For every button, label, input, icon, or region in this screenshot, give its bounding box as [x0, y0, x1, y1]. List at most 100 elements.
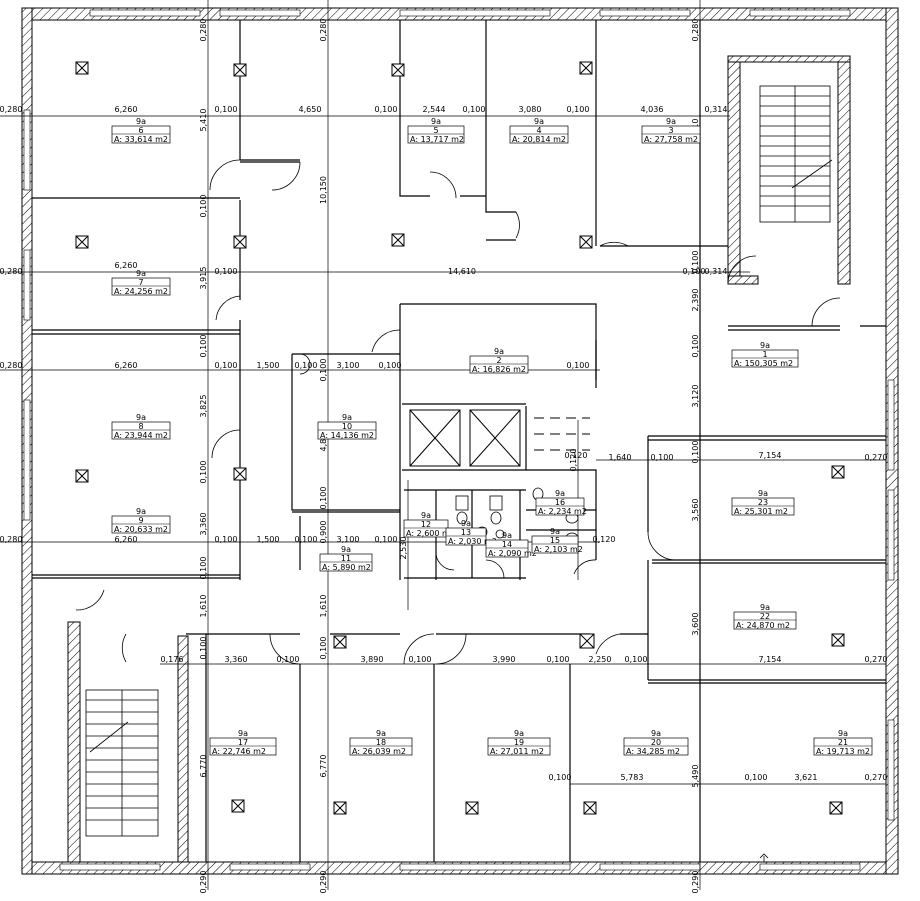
dimension-value: 0,100 [199, 557, 208, 580]
dimension-value: 0,100 [199, 195, 208, 218]
door-swing-icon [271, 161, 301, 191]
dimension-value: 5,410 [199, 109, 208, 132]
dimension-value: 2,544 [423, 105, 446, 114]
room-type-label: 9a [341, 545, 351, 554]
dimension-value: 1,610 [319, 595, 328, 618]
room-number-label: 22 [760, 612, 770, 621]
dimension-value: 3,621 [795, 773, 818, 782]
room-type-label: 9a [555, 489, 565, 498]
room-type-label: 9a [838, 729, 848, 738]
door-swing-icon [215, 295, 241, 321]
room-type-label: 9a [760, 341, 770, 350]
dimension-value: 3,915 [199, 267, 208, 290]
room-number-label: 2 [496, 356, 501, 365]
dimension-value: 0,100 [379, 361, 402, 370]
door-swing-icon [485, 559, 505, 579]
room-number-label: 15 [550, 536, 560, 545]
dimension-value: 0,100 [691, 251, 700, 274]
dimension-value: 14,610 [448, 267, 476, 276]
dimension-value: 5,490 [691, 765, 700, 788]
door-swing-icon [75, 589, 105, 611]
dimension-value: 7,154 [759, 655, 782, 664]
door-swing-icon [435, 549, 455, 571]
room-number-label: 21 [838, 738, 848, 747]
dimension-value: 0,100 [295, 535, 318, 544]
vent-shaft-icon [75, 61, 89, 75]
vent-shaft-icon [233, 235, 247, 249]
room-type-label: 9a [431, 117, 441, 126]
room-number-label: 8 [138, 422, 143, 431]
room-number-label: 20 [651, 738, 661, 747]
room-area-label: A: 20,633 m2 [114, 525, 168, 534]
room-number-label: 1 [762, 350, 767, 359]
door-swing-icon [515, 211, 520, 239]
elevator-block [409, 409, 590, 467]
vent-shaft-icon [831, 465, 845, 479]
dimension-value: 0,100 [215, 105, 238, 114]
dimension-value: 0,280 [0, 361, 22, 370]
room-number-label: 7 [138, 278, 143, 287]
dimension-value: 3,100 [337, 361, 360, 370]
dimension-value: 0,100 [215, 267, 238, 276]
vent-shaft-icon [231, 799, 245, 813]
vent-shaft-icon [233, 467, 247, 481]
doors [75, 159, 841, 665]
dimension-value: 0,290 [199, 871, 208, 894]
room-type-label: 9a [514, 729, 524, 738]
dimension-lines [0, 0, 886, 890]
door-swing-icon [573, 559, 597, 575]
door-swing-icon [595, 633, 621, 655]
dimension-value: 0,100 [319, 359, 328, 382]
vent-shaft-icon [579, 235, 593, 249]
dimension-value: 6,260 [115, 535, 138, 544]
room-area-label: A: 23,944 m2 [114, 431, 168, 440]
dimension-value: 1,610 [199, 595, 208, 618]
room-number-label: 6 [138, 126, 143, 135]
dimension-value: 3,100 [337, 535, 360, 544]
room-number-label: 17 [238, 738, 248, 747]
room-area-label: A: 20,814 m2 [512, 135, 566, 144]
room-number-label: 4 [536, 126, 541, 135]
room-type-label: 9a [136, 507, 146, 516]
room-area-label: A: 5,890 m2 [322, 563, 371, 572]
dimension-value: 0,100 [651, 453, 674, 462]
dimension-value: 3,890 [361, 655, 384, 664]
dimension-value: 0,270 [865, 453, 888, 462]
room-area-label: A: 2,090 m2 [488, 549, 537, 558]
room-area-label: A: 2,103 m2 [534, 545, 583, 554]
room-area-label: A: 2,600 m2 [406, 529, 455, 538]
dimension-value: 0,100 [277, 655, 300, 664]
dimension-value: 0,100 [375, 105, 398, 114]
room-area-label: A: 150,305 m2 [734, 359, 793, 368]
dimension-value: 6,260 [115, 105, 138, 114]
room-area-label: A: 16,826 m2 [472, 365, 526, 374]
dimension-value: 3,825 [199, 395, 208, 418]
dimension-value: 3,080 [519, 105, 542, 114]
dimension-value: 0,100 [549, 773, 572, 782]
door-swing-icon [211, 429, 241, 459]
door-swing-icon [121, 633, 127, 663]
vent-shaft-icon [333, 801, 347, 815]
dimension-value: 0,100 [295, 361, 318, 370]
dimension-value: 0,280 [691, 19, 700, 42]
dimension-value: 7,154 [759, 451, 782, 460]
dimension-value: 0,290 [319, 871, 328, 894]
door-swing-icon [647, 531, 677, 561]
dimension-value: 0,100 [319, 637, 328, 660]
toilet-icon [455, 495, 469, 525]
door-swing-icon [209, 159, 241, 191]
vent-shaft-icon [579, 633, 595, 649]
room-type-label: 9a [238, 729, 248, 738]
door-swing-icon [299, 353, 311, 375]
dimension-value: 0,100 [215, 535, 238, 544]
dimension-value: 0,280 [199, 19, 208, 42]
room-type-label: 9a [502, 531, 512, 540]
dimension-value: 0,100 [547, 655, 570, 664]
partitions [32, 20, 886, 862]
